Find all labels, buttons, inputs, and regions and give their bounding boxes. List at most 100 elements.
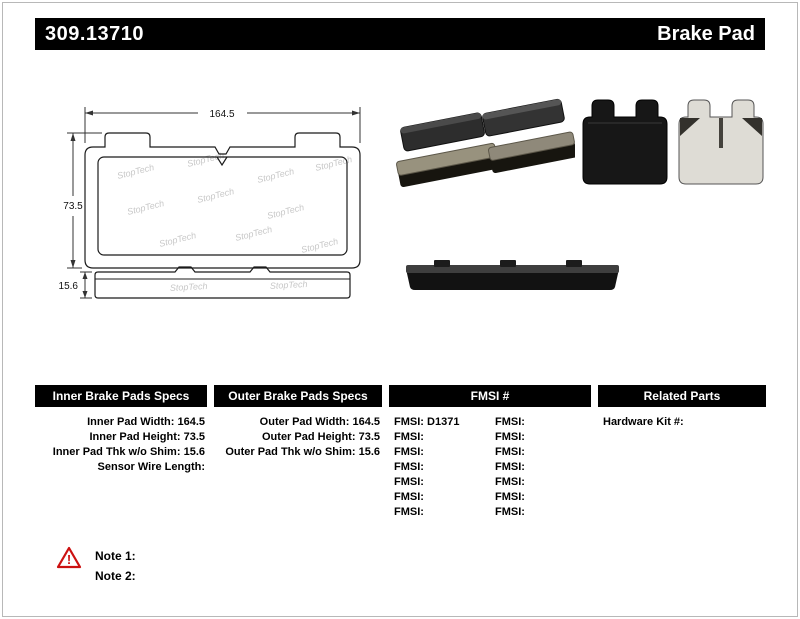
fmsi-cell: FMSI:: [389, 475, 490, 490]
fmsi-row: FMSI: D1371 FMSI:: [389, 415, 591, 430]
fmsi-label: FMSI:: [394, 461, 424, 473]
fmsi-value: D1371: [427, 416, 460, 428]
technical-drawing: StopTech StopTech StopTech StopTech Stop…: [59, 107, 361, 299]
spec-label: Inner Pad Thk w/o Shim:: [52, 446, 181, 458]
pad-photo-backing-right: [482, 98, 565, 137]
spec-label: Outer Pad Thk w/o Shim:: [225, 446, 356, 458]
page-title: Brake Pad: [657, 22, 755, 45]
fmsi-cell: FMSI:: [490, 460, 591, 475]
svg-text:StopTech: StopTech: [256, 166, 295, 185]
fmsi-row: FMSI: FMSI:: [389, 475, 591, 490]
fmsi-row: FMSI: FMSI:: [389, 490, 591, 505]
fmsi-label: FMSI:: [495, 431, 525, 443]
note1-label: Note 1:: [95, 549, 136, 563]
thickness-dimension-label: 15.6: [59, 281, 79, 292]
inner-pad-thickness-row: Inner Pad Thk w/o Shim: 15.6: [35, 445, 207, 460]
fmsi-label: FMSI:: [394, 491, 424, 503]
spec-value: 73.5: [358, 431, 380, 443]
fmsi-row: FMSI: FMSI:: [389, 505, 591, 520]
note2-label: Note 2:: [95, 569, 136, 583]
spec-label: Inner Pad Height:: [89, 431, 181, 443]
svg-text:StopTech: StopTech: [116, 162, 155, 181]
pad-photo-angled-set: [396, 98, 575, 188]
pad-photo-side-view: [406, 260, 619, 290]
pad-center-slot: [719, 118, 723, 148]
svg-text:StopTech: StopTech: [300, 236, 339, 255]
fmsi-cell: FMSI:: [490, 505, 591, 520]
fmsi-cell: FMSI:: [490, 475, 591, 490]
fmsi-cell: FMSI:: [389, 430, 490, 445]
pad-side-clip: [500, 260, 516, 267]
svg-text:StopTech: StopTech: [266, 202, 305, 221]
pad-chamfer-right: [742, 118, 762, 136]
fmsi-cell: FMSI:: [389, 445, 490, 460]
width-dimension-label: 164.5: [209, 109, 234, 120]
outer-specs-table: Outer Brake Pads Specs Outer Pad Width: …: [214, 385, 382, 460]
spec-label: Outer Pad Width:: [259, 416, 350, 428]
fmsi-cell: FMSI:: [389, 505, 490, 520]
inner-specs-header: Inner Brake Pads Specs: [35, 385, 207, 407]
fmsi-table: FMSI # FMSI: D1371 FMSI: FMSI: FMSI: FMS…: [389, 385, 591, 520]
header-bar: 309.13710 Brake Pad: [35, 18, 765, 50]
pad-chamfer-left: [680, 118, 700, 136]
fmsi-label: FMSI:: [495, 461, 525, 473]
spec-value: 15.6: [358, 446, 380, 458]
outer-pad-height-row: Outer Pad Height: 73.5: [214, 430, 382, 445]
sensor-wire-length-row: Sensor Wire Length:: [35, 460, 207, 475]
fmsi-label: FMSI:: [394, 416, 424, 428]
spec-value: 164.5: [177, 416, 205, 428]
svg-text:StopTech: StopTech: [270, 279, 308, 291]
spec-label: Hardware Kit #:: [603, 416, 684, 428]
pad-side-clip: [566, 260, 582, 267]
pad-photo-friction-right: [488, 131, 575, 174]
fmsi-cell: FMSI:: [490, 445, 591, 460]
outer-pad-width-row: Outer Pad Width: 164.5: [214, 415, 382, 430]
pad-side-body: [406, 269, 619, 290]
warning-icon: !: [56, 546, 82, 569]
fmsi-label: FMSI:: [495, 416, 525, 428]
spec-value: 73.5: [183, 431, 205, 443]
part-number: 309.13710: [45, 22, 145, 45]
hardware-kit-row: Hardware Kit #:: [598, 415, 766, 430]
spec-label: Sensor Wire Length:: [97, 461, 205, 473]
outer-pad-thickness-row: Outer Pad Thk w/o Shim: 15.6: [214, 445, 382, 460]
spec-value: 15.6: [183, 446, 205, 458]
fmsi-cell: FMSI: D1371: [389, 415, 490, 430]
svg-text:StopTech: StopTech: [234, 224, 273, 243]
fmsi-label: FMSI:: [495, 506, 525, 518]
fmsi-label: FMSI:: [495, 491, 525, 503]
spec-value: 164.5: [352, 416, 380, 428]
fmsi-row: FMSI: FMSI:: [389, 430, 591, 445]
svg-text:!: !: [67, 552, 71, 567]
fmsi-cell: FMSI:: [490, 430, 591, 445]
related-parts-header: Related Parts: [598, 385, 766, 407]
spec-label: Inner Pad Width:: [87, 416, 175, 428]
fmsi-label: FMSI:: [394, 506, 424, 518]
pad-photo-front-pair: [582, 99, 764, 185]
pad-front-view-outline: [84, 132, 361, 269]
svg-text:StopTech: StopTech: [170, 281, 208, 293]
related-parts-table: Related Parts Hardware Kit #:: [598, 385, 766, 430]
height-dimension-label: 73.5: [63, 201, 83, 212]
pad-photo-black-pad: [582, 99, 668, 185]
fmsi-label: FMSI:: [394, 431, 424, 443]
spec-label: Outer Pad Height:: [262, 431, 356, 443]
fmsi-cell: FMSI:: [389, 460, 490, 475]
inner-specs-table: Inner Brake Pads Specs Inner Pad Width: …: [35, 385, 207, 475]
pad-side-view-outline: [94, 266, 351, 299]
fmsi-header: FMSI #: [389, 385, 591, 407]
fmsi-cell: FMSI:: [490, 490, 591, 505]
fmsi-label: FMSI:: [394, 446, 424, 458]
inner-pad-width-row: Inner Pad Width: 164.5: [35, 415, 207, 430]
fmsi-cell: FMSI:: [490, 415, 591, 430]
fmsi-label: FMSI:: [495, 446, 525, 458]
fmsi-row: FMSI: FMSI:: [389, 445, 591, 460]
width-dimension: 164.5: [84, 107, 361, 143]
thickness-dimension: 15.6: [59, 271, 92, 299]
fmsi-row: FMSI: FMSI:: [389, 460, 591, 475]
pad-photo-backing-left: [400, 112, 485, 152]
outer-specs-header: Outer Brake Pads Specs: [214, 385, 382, 407]
inner-pad-height-row: Inner Pad Height: 73.5: [35, 430, 207, 445]
fmsi-label: FMSI:: [495, 476, 525, 488]
